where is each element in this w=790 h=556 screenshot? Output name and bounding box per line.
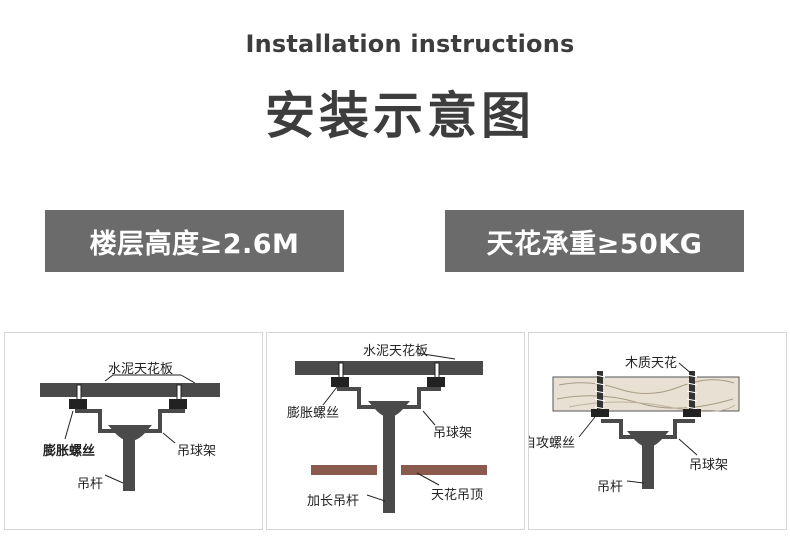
false-ceiling-left — [311, 465, 377, 475]
label-rod: 吊杆 — [77, 477, 103, 492]
label-expansion-screw: 膨胀螺丝 — [287, 406, 339, 421]
self-tapping-screw-left — [591, 371, 609, 417]
ceiling-load-badge: 天花承重≥50KG — [445, 210, 744, 272]
hanging-rod — [642, 443, 654, 489]
label-bracket: 吊球架 — [689, 458, 728, 473]
extended-rod — [383, 413, 395, 513]
diagram-wood-ceiling: 木质天花 自攻螺丝 吊球架 吊杆 — [528, 332, 787, 530]
hanging-rod — [123, 437, 135, 491]
label-extended-rod: 加长吊杆 — [307, 494, 359, 509]
diagram-concrete-ceiling: 水泥天花板 膨胀螺丝 吊球架 吊杆 — [4, 332, 263, 530]
page-subtitle: Installation instructions — [245, 30, 575, 58]
label-bracket: 吊球架 — [433, 426, 472, 441]
ball-joint — [368, 401, 410, 417]
label-ceiling: 水泥天花板 — [108, 361, 173, 377]
label-wood-ceiling: 木质天花 — [625, 355, 677, 371]
expansion-screw-left — [331, 362, 349, 387]
ball-joint — [108, 425, 152, 441]
label-bracket: 吊球架 — [177, 444, 216, 459]
label-rod: 吊杆 — [597, 480, 623, 495]
self-tapping-screw-right — [683, 371, 701, 417]
expansion-screw-right — [169, 384, 187, 409]
ceiling-slab — [295, 361, 483, 375]
diagram-extended-rod: 水泥天花板 膨胀螺丝 吊球架 加长吊杆 天花吊顶 — [266, 332, 525, 530]
floor-height-badge: 楼层高度≥2.6M — [45, 210, 344, 272]
label-expansion-screw: 膨胀螺丝 — [42, 443, 95, 459]
false-ceiling-right — [401, 465, 487, 475]
label-self-tapping-screw: 自攻螺丝 — [529, 436, 575, 451]
page-title: 安装示意图 — [265, 87, 535, 145]
label-false-ceiling: 天花吊顶 — [431, 487, 483, 503]
label-ceiling: 水泥天花板 — [363, 343, 428, 359]
ball-joint — [627, 431, 669, 447]
expansion-screw-right — [427, 362, 445, 387]
expansion-screw-left — [69, 384, 87, 409]
ceiling-slab — [40, 383, 220, 397]
